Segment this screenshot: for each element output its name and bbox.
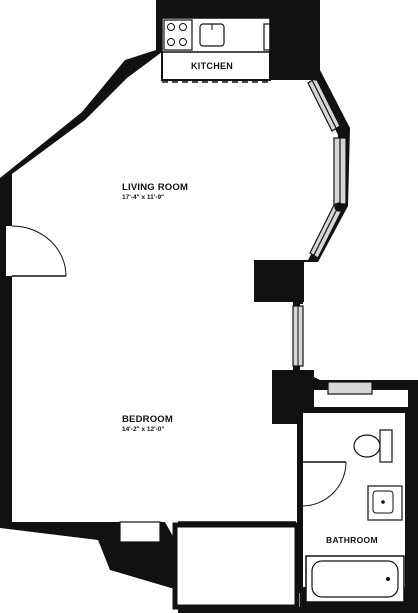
toilet-tank [379, 429, 393, 463]
burner [167, 38, 175, 46]
burner [179, 23, 187, 31]
bathroom-sink [372, 490, 394, 514]
bathroom-label: BATHROOM [326, 535, 378, 545]
entry-door-swing [11, 225, 67, 277]
bathroom-door-swing [301, 461, 347, 507]
closet [172, 522, 300, 610]
bathroom-window [327, 381, 373, 395]
bathtub [305, 555, 405, 603]
refrigerator-door [289, 27, 305, 47]
bedroom-label: BEDROOM [122, 414, 174, 425]
toilet-bowl [353, 434, 381, 458]
kitchen-label: KITCHEN [191, 61, 234, 71]
refrigerator [263, 23, 309, 51]
living-room-label: LIVING ROOM [122, 182, 189, 193]
burner [179, 38, 187, 46]
burner [167, 23, 175, 31]
living-room-dimensions: 17'-4" x 11'-9" [122, 194, 165, 201]
range [163, 19, 193, 51]
bedroom-dimensions: 14'-2" x 12'-0" [122, 426, 165, 433]
kitchen-counter [161, 17, 271, 53]
structural-column [254, 260, 304, 302]
bay-window [307, 71, 348, 259]
sink-drain [381, 500, 385, 504]
bathtub-basin [311, 560, 399, 598]
bathtub-drain [386, 577, 390, 581]
bottom-window [119, 521, 161, 543]
